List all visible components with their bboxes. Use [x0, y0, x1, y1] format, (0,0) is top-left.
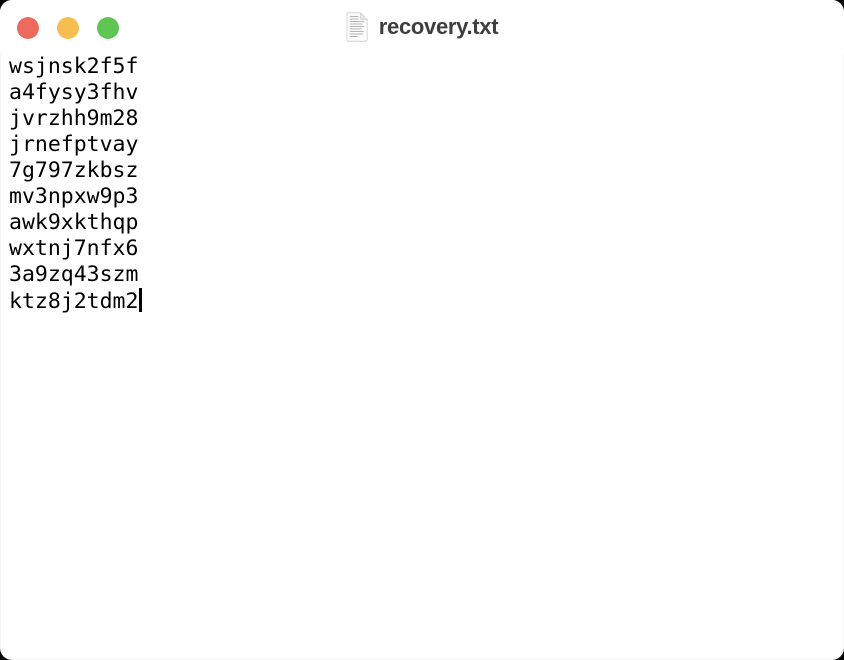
minimize-button[interactable] — [57, 17, 79, 39]
text-line: 3a9zq43szm — [9, 262, 139, 287]
window-title: recovery.txt — [378, 14, 499, 39]
text-line: jvrzhh9m28 — [9, 106, 139, 131]
text-line: awk9xkthqp — [9, 210, 139, 235]
text-line: 7g797zkbsz — [9, 158, 139, 183]
title-group: recovery.txt — [346, 0, 499, 54]
text-line: jrnefptvay — [9, 132, 139, 157]
text-cursor — [139, 288, 142, 312]
text-line: wsjnsk2f5f — [9, 54, 139, 79]
document-icon — [346, 12, 370, 42]
zoom-button[interactable] — [97, 17, 119, 39]
text-line: mv3npxw9p3 — [9, 184, 139, 209]
window-titlebar[interactable]: recovery.txt — [0, 0, 844, 54]
text-line: wxtnj7nfx6 — [9, 236, 139, 261]
text-line: a4fysy3fhv — [9, 80, 139, 105]
close-button[interactable] — [17, 17, 39, 39]
traffic-lights — [17, 17, 119, 39]
text-line: ktz8j2tdm2 — [9, 288, 844, 315]
